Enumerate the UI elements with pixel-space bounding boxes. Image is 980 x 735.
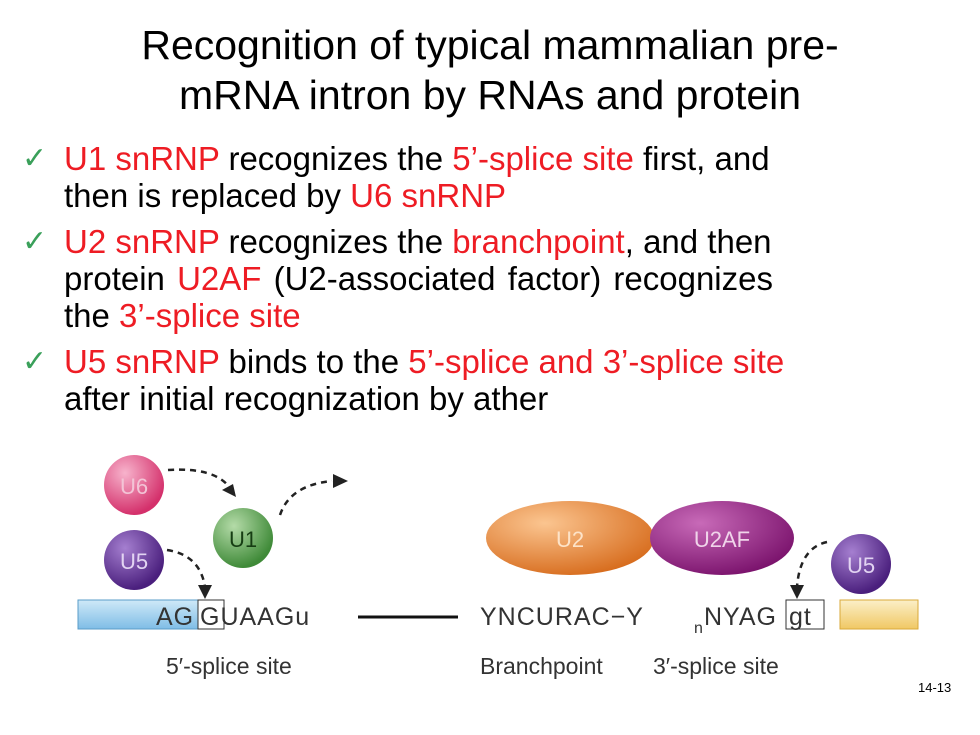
arrowhead — [333, 474, 348, 488]
bullet-1-line-1: U1 snRNP recognizes the 5’-splice site f… — [64, 140, 952, 177]
splicing-diagram: AG GUAAGu YNCURAC−Y n NYAG gt 5′-splice … — [77, 455, 919, 679]
arrowhead — [198, 585, 212, 599]
arrowhead — [222, 484, 236, 497]
page-number: 14-13 — [918, 680, 952, 695]
bullet-1-line-2: then is replaced by U6 snRNP — [64, 177, 952, 214]
u5-particle-right — [831, 534, 891, 594]
gu-box — [197, 599, 225, 630]
term-5-and-3-splice-site: 5’-splice and 3’-splice site — [408, 343, 785, 380]
term-u2af: U2AF — [177, 260, 262, 297]
text: after initial recognization by ather — [64, 380, 549, 417]
u5-particle-left — [104, 530, 164, 590]
seq-exon1-end: AG — [156, 603, 194, 631]
title-line-1: Recognition of typical mammalian pre- — [141, 22, 839, 68]
text: recognizes the — [219, 223, 453, 260]
seq-subscript-n: n — [694, 620, 703, 637]
bullet-item-3: ✓ U5 snRNP binds to the 5’-splice and 3’… — [22, 343, 952, 417]
label-5-splice-site: 5′-splice site — [166, 653, 292, 679]
bullet-2-line-1: U2 snRNP recognizes the branchpoint, and… — [64, 223, 952, 260]
text: protein — [64, 260, 178, 297]
bullet-item-2: ✓ U2 snRNP recognizes the branchpoint, a… — [22, 223, 952, 334]
text: recognizes the — [219, 140, 453, 177]
u5-label-left: U5 — [120, 549, 148, 574]
exon-right-bar — [839, 599, 919, 630]
arrow-u5-to-5ss — [166, 548, 207, 588]
bullet-list: ✓ U1 snRNP recognizes the 5’-splice site… — [22, 140, 952, 426]
seq-exon2-start: gt — [789, 603, 812, 631]
u1-label: U1 — [229, 527, 257, 552]
u2-label: U2 — [556, 527, 584, 552]
term-u2-snrnp: U2 snRNP — [64, 223, 220, 260]
bullet-item-1: ✓ U1 snRNP recognizes the 5’-splice site… — [22, 140, 952, 214]
text: binds to the — [219, 343, 409, 380]
arrow-u6-to-u1 — [167, 468, 232, 489]
arrow-u1-leaves — [278, 479, 333, 516]
u2af-particle — [650, 501, 794, 575]
text: first, and — [633, 140, 770, 177]
term-u1-snrnp: U1 snRNP — [64, 140, 220, 177]
term-u6-snrnp: U6 snRNP — [350, 177, 507, 214]
u6-label: U6 — [120, 474, 148, 499]
arrow-u5-to-3ss — [795, 540, 828, 588]
bullet-2-line-2: protein U2AF (U2-associated factor) reco… — [64, 260, 952, 297]
u6-particle — [104, 455, 164, 515]
bullet-3-line-2: after initial recognization by ather — [64, 380, 952, 417]
bullet-3-line-1: U5 snRNP binds to the 5’-splice and 3’-s… — [64, 343, 952, 380]
u2-particle — [486, 501, 654, 575]
term-5-splice-site: 5’-splice site — [452, 140, 634, 177]
title-line-2: mRNA intron by RNAs and protein — [178, 72, 802, 118]
label-3-splice-site: 3′-splice site — [653, 653, 779, 679]
slide-title: Recognition of typical mammalian pre- mR… — [60, 20, 920, 120]
u1-particle — [213, 508, 273, 568]
term-3-splice-site: 3’-splice site — [119, 297, 301, 334]
u5-label-right: U5 — [847, 553, 875, 578]
seq-branch: YNCURAC−Y — [480, 603, 644, 631]
term-branchpoint: branchpoint — [452, 223, 625, 260]
checkmark-icon: ✓ — [22, 345, 48, 378]
term-u5-snrnp: U5 snRNP — [64, 343, 220, 380]
text: the — [64, 297, 120, 334]
gt-box — [785, 599, 825, 630]
exon-left-bar — [77, 599, 199, 630]
bullet-2-line-3: the 3’-splice site — [64, 297, 952, 334]
checkmark-icon: ✓ — [22, 142, 48, 175]
label-branchpoint: Branchpoint — [480, 653, 603, 679]
text: then is replaced by — [64, 177, 351, 214]
seq-3prime: NYAG — [704, 603, 777, 631]
u2af-label: U2AF — [694, 527, 750, 552]
text: (U2-associated factor) recognizes — [261, 260, 773, 297]
arrowhead — [790, 585, 804, 599]
seq-intron-start: GUAAGu — [200, 603, 310, 631]
checkmark-icon: ✓ — [22, 225, 48, 258]
text: , and then — [624, 223, 772, 260]
